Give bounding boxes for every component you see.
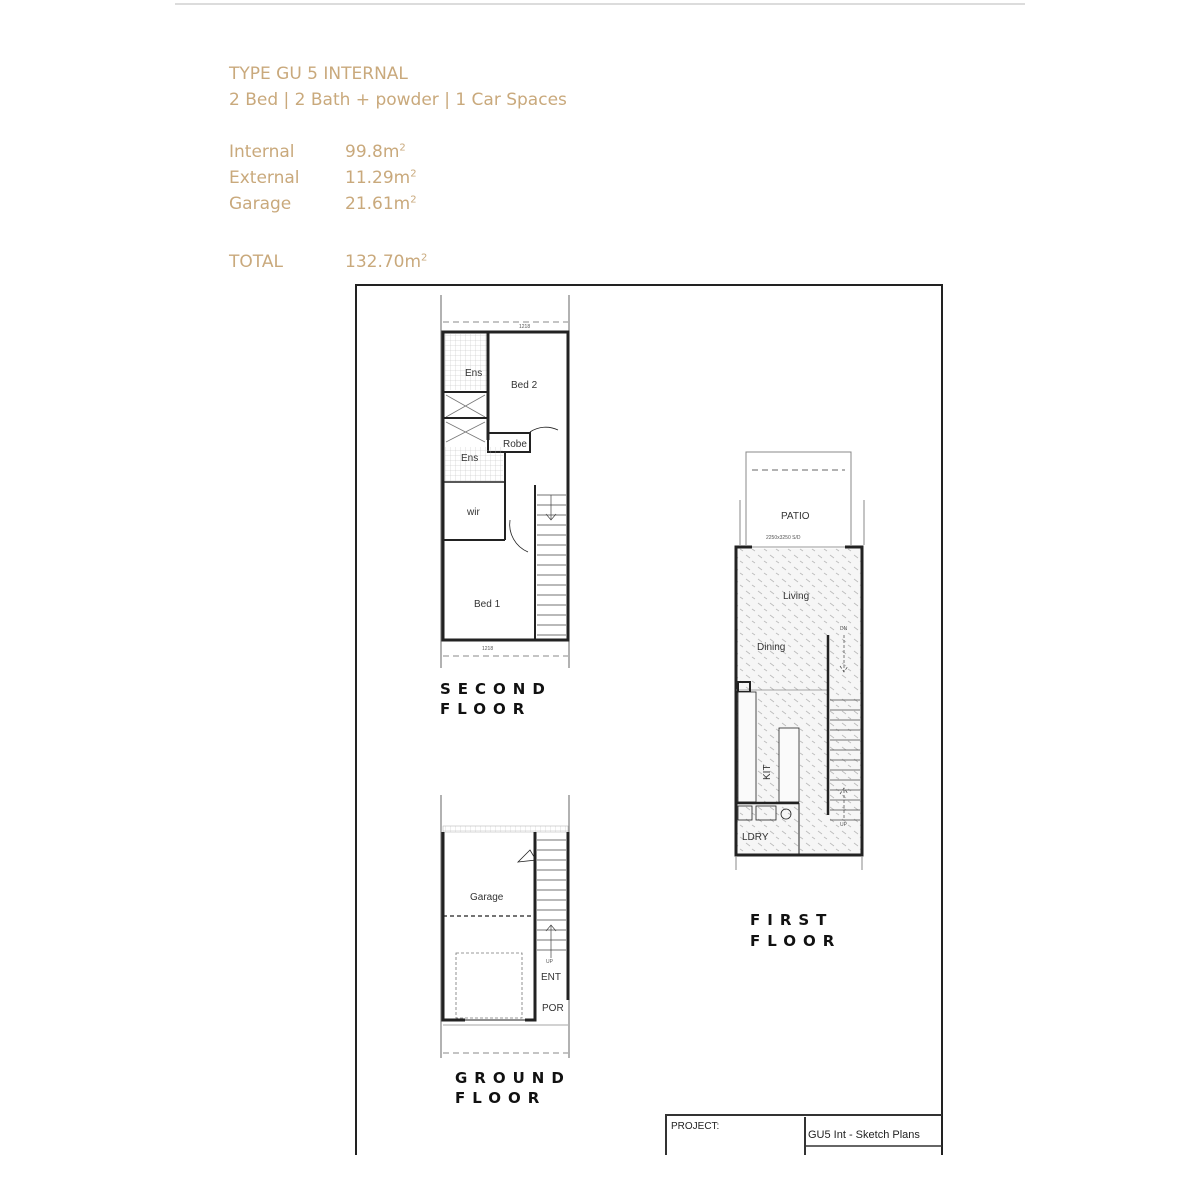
stair-up-label: UP xyxy=(546,959,554,965)
area-garage: Garage 21.61m2 xyxy=(229,194,417,214)
room-label-wir: wir xyxy=(466,507,480,518)
title-block xyxy=(665,1114,942,1155)
area-label: Internal xyxy=(229,142,295,162)
second-floor-title: FLOOR xyxy=(440,700,531,718)
stair-dn-label: DN xyxy=(840,626,848,632)
first-floor-title: FIRST xyxy=(750,911,833,929)
top-divider xyxy=(175,3,1025,5)
ground-floor-title: FLOOR xyxy=(455,1089,546,1107)
ground-floor-plan xyxy=(440,795,570,1058)
second-floor-title: SECOND xyxy=(440,680,552,698)
area-unit: 2 xyxy=(410,194,417,206)
area-internal: Internal 99.8m2 xyxy=(229,142,406,162)
area-total: TOTAL 132.70m2 xyxy=(229,252,427,272)
room-label-ensuite: Ens xyxy=(461,453,478,464)
first-floor-plan xyxy=(734,451,865,870)
area-label: External xyxy=(229,168,300,188)
stair-up-label: UP xyxy=(840,822,848,828)
total-label: TOTAL xyxy=(229,252,283,272)
area-unit: 2 xyxy=(421,252,428,264)
area-value: 11.29m xyxy=(345,168,411,188)
room-label-garage: Garage xyxy=(470,892,504,903)
sheet-frame xyxy=(355,284,943,1155)
ground-floor-title: GROUND xyxy=(455,1069,571,1087)
room-label-living: Living xyxy=(783,591,809,602)
room-label-robe: Robe xyxy=(503,439,527,450)
area-value: 99.8m xyxy=(345,142,400,162)
total-value: 132.70m xyxy=(345,252,422,272)
room-label-bed1: Bed 1 xyxy=(474,599,501,610)
area-unit: 2 xyxy=(410,168,417,180)
dimension-label: 1218 xyxy=(519,324,530,330)
room-label-patio: PATIO xyxy=(781,511,810,522)
unit-summary: 2 Bed | 2 Bath + powder | 1 Car Spaces xyxy=(229,90,567,110)
room-label-ensuite: Ens xyxy=(465,368,482,379)
area-value: 21.61m xyxy=(345,194,411,214)
room-label-bed2: Bed 2 xyxy=(511,380,538,391)
room-label-entry: ENT xyxy=(541,972,561,983)
unit-type-title: TYPE GU 5 INTERNAL xyxy=(229,64,408,84)
patio-door-label: 2250x3250 S/D xyxy=(766,535,801,541)
room-label-kitchen: KIT xyxy=(762,764,773,780)
area-external: External 11.29m2 xyxy=(229,168,417,188)
dimension-label: 1218 xyxy=(482,646,493,652)
first-floor-title: FLOOR xyxy=(750,932,841,950)
room-label-laundry: LDRY xyxy=(742,832,769,843)
area-unit: 2 xyxy=(399,142,406,154)
second-floor-plan xyxy=(440,295,570,668)
room-label-dining: Dining xyxy=(757,642,785,653)
drawing-title: GU5 Int - Sketch Plans xyxy=(808,1129,920,1141)
room-label-porch: POR xyxy=(542,1003,564,1014)
area-label: Garage xyxy=(229,194,292,214)
project-label: PROJECT: xyxy=(671,1121,719,1132)
